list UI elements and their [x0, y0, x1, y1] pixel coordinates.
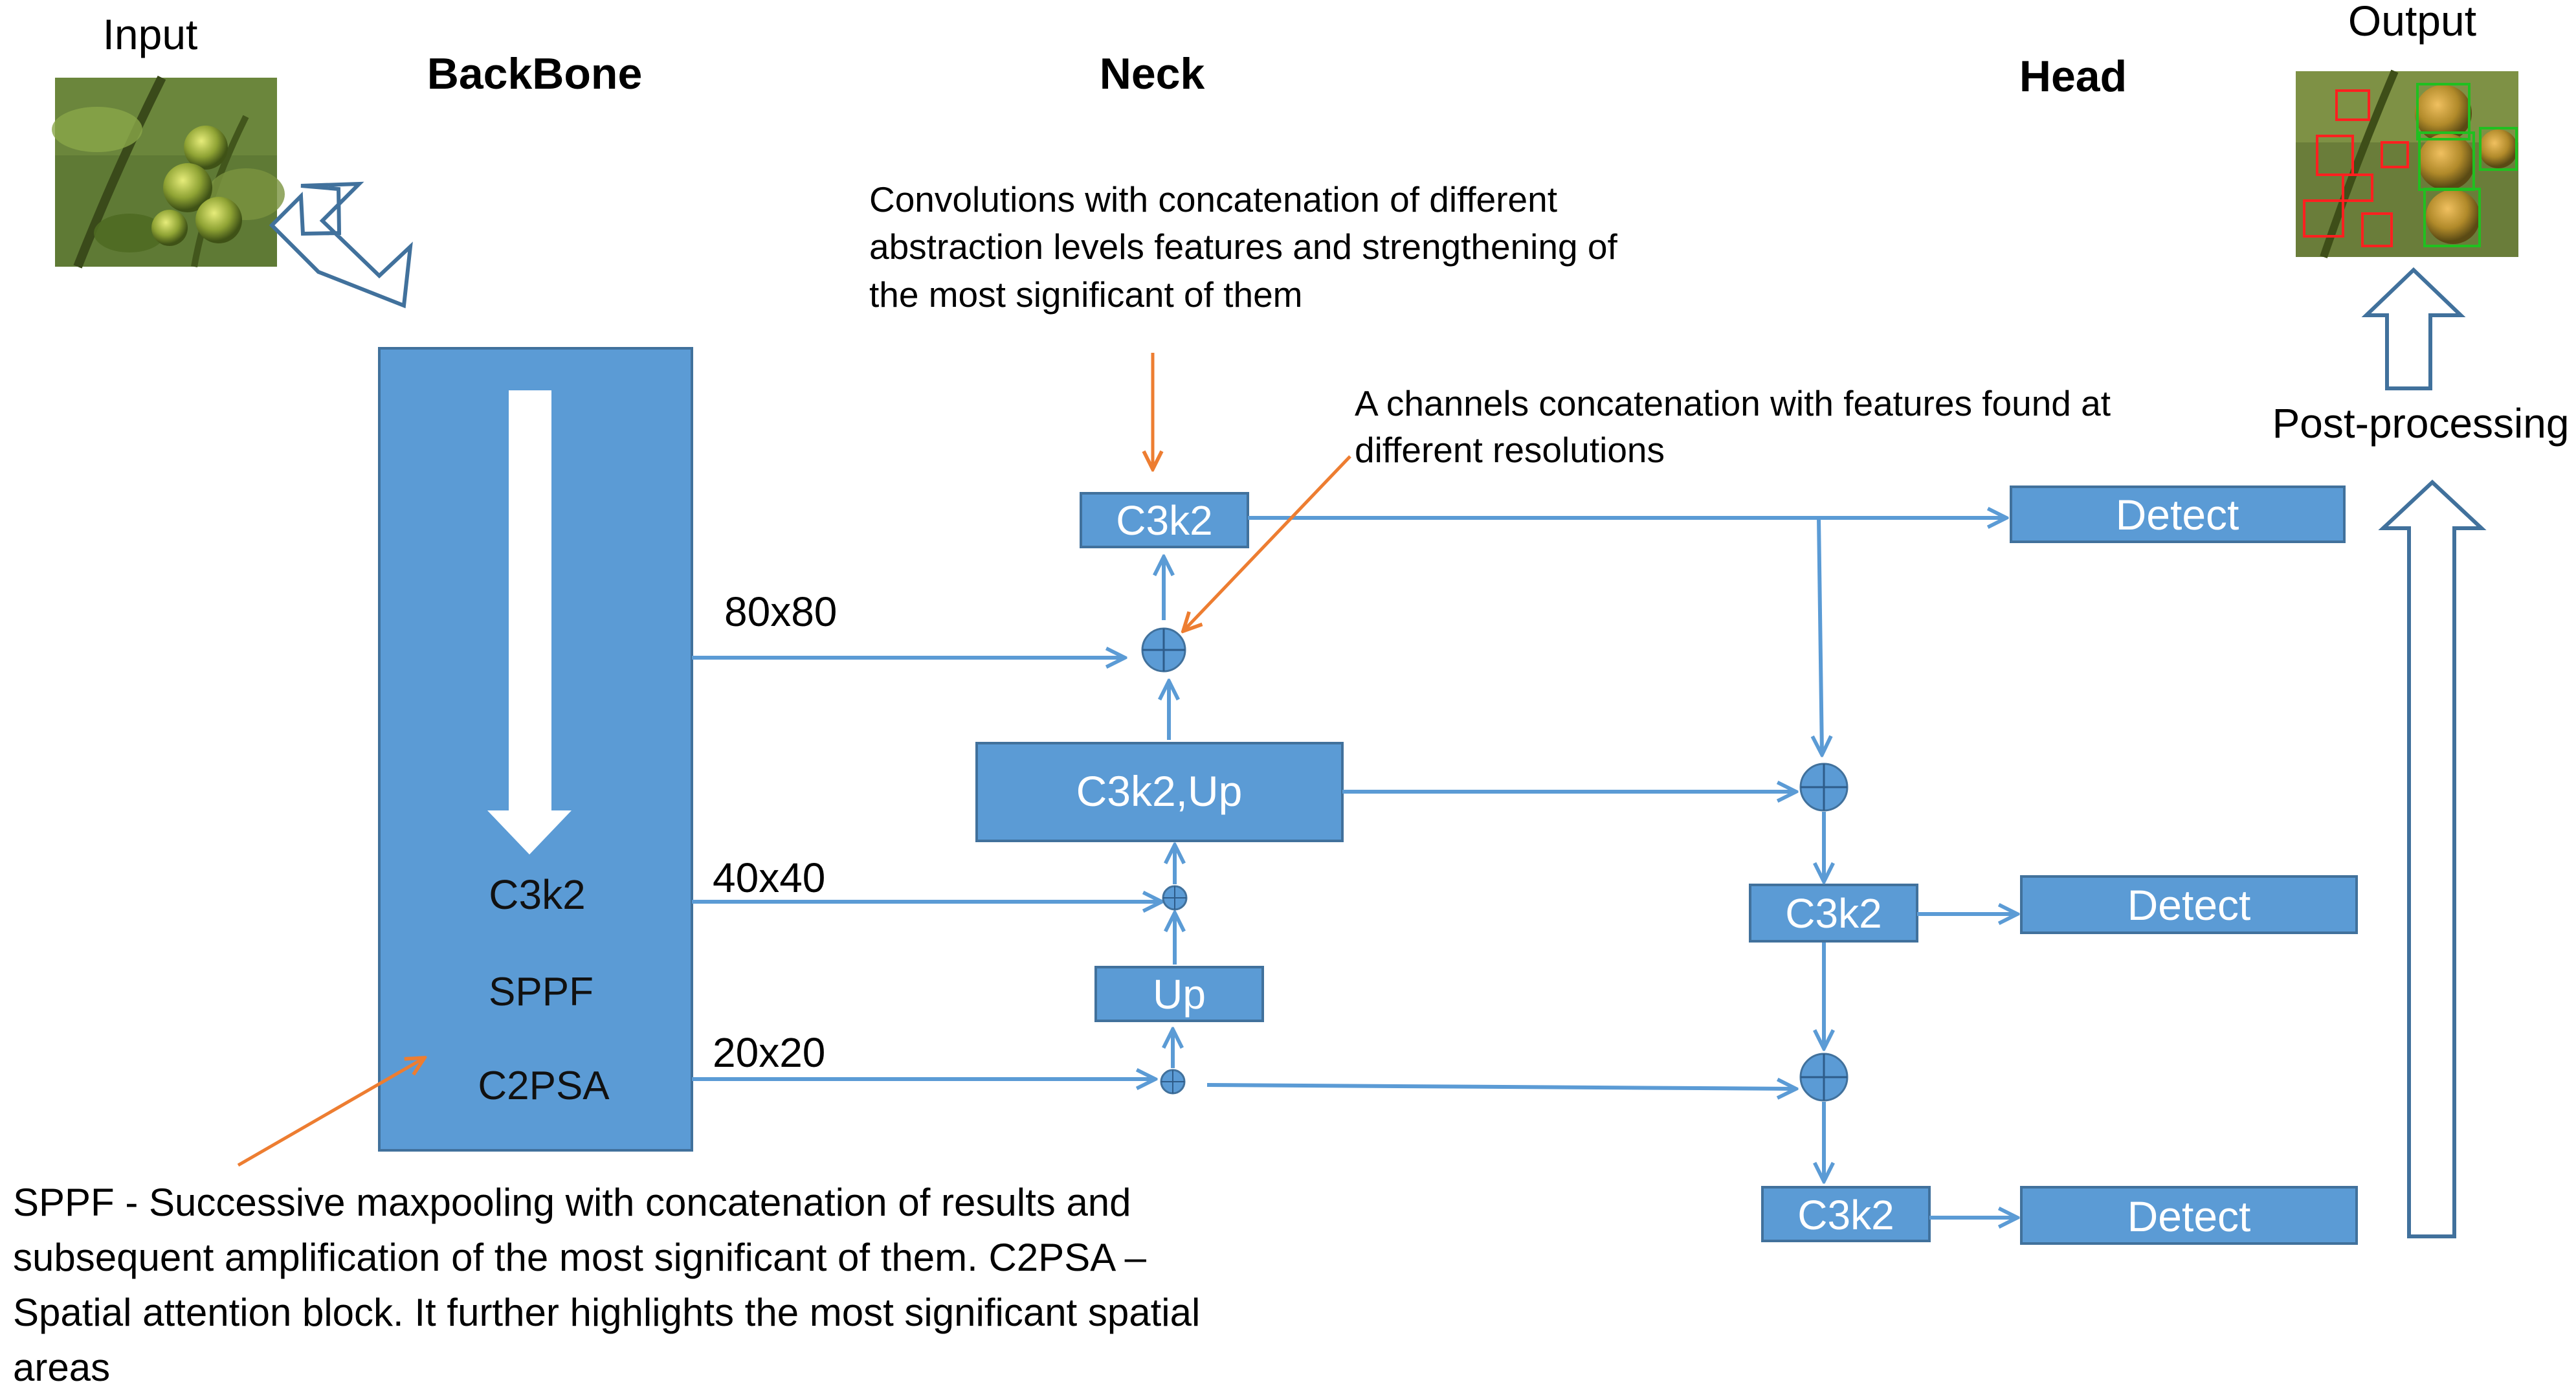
neck-up-label: Up [1153, 971, 1206, 1018]
output-image [2296, 69, 2518, 258]
resolution-20-label: 20x20 [713, 1029, 825, 1076]
sppf-note-line-2: subsequent amplification of the most sig… [13, 1236, 1147, 1279]
detect-bottom-label: Detect [2127, 1192, 2251, 1240]
neck-note-line-3: the most significant of them [869, 274, 1302, 315]
head-c3k2-mid-label: C3k2 [1785, 890, 1882, 937]
sppf-note-line-4: areas [13, 1346, 110, 1389]
detect-mid-label: Detect [2127, 881, 2251, 929]
head-c3k2-bottom-block [1761, 1186, 1931, 1242]
concat-note-line-1: A channels concatenation with features f… [1355, 383, 2111, 423]
backbone-c3k2-label: C3k2 [489, 871, 585, 918]
neck-concat-node-80 [1141, 627, 1186, 673]
neck-c3k2-block [1080, 492, 1249, 548]
neck-c3k2-up-label: C3k2,Up [1076, 767, 1243, 815]
input-label: Input [103, 10, 198, 58]
backbone-header: BackBone [427, 49, 643, 98]
input-to-backbone-arrow [269, 181, 413, 309]
neck-note-line-1: Convolutions with concatenation of diffe… [869, 179, 1557, 219]
neck-c3k2-up-block [975, 742, 1344, 842]
detections-to-post-processing-arrow [2378, 479, 2487, 1238]
detect-top-label: Detect [2116, 491, 2239, 539]
post-processing-to-output-arrow [2361, 267, 2466, 390]
head-c3k2-bottom-label: C3k2 [1797, 1192, 1894, 1238]
sppf-note-pointer [237, 1058, 425, 1167]
neck-concat-node-40 [1162, 885, 1188, 911]
detect-mid-box [2020, 875, 2358, 934]
backbone-flow-arrow [487, 390, 572, 854]
neck-note-line-2: abstraction levels features and strength… [869, 227, 1617, 267]
detect-bottom-box [2020, 1186, 2358, 1245]
neck-up-block [1094, 966, 1264, 1022]
post-processing-label: Post-processing [2272, 400, 2570, 447]
head-concat-node-2 [1799, 1053, 1849, 1102]
arrow-neck-concat20-to-head-concat2 [1206, 1085, 1796, 1089]
concat-note-pointer [1183, 455, 1351, 631]
neck-concat-node-20 [1160, 1069, 1186, 1095]
backbone-c2psa-label: C2PSA [478, 1064, 610, 1108]
sppf-note: SPPF - Successive maxpooling with concat… [13, 1181, 1200, 1389]
head-concat-node-1 [1799, 763, 1849, 812]
concat-note-line-2: different resolutions [1355, 430, 1665, 470]
head-header: Head [2019, 52, 2127, 101]
concat-note: A channels concatenation with features f… [1355, 383, 2111, 470]
resolution-80-label: 80x80 [724, 588, 837, 635]
neck-c3k2-label: C3k2 [1116, 497, 1212, 544]
sppf-note-line-3: Spatial attention block. It further high… [13, 1291, 1200, 1334]
detect-top-box [2010, 485, 2346, 543]
backbone-sppf-label: SPPF [489, 970, 594, 1014]
output-label: Output [2348, 0, 2476, 45]
input-image [52, 75, 285, 269]
sppf-note-line-1: SPPF - Successive maxpooling with concat… [13, 1181, 1131, 1224]
neck-note: Convolutions with concatenation of diffe… [869, 179, 1617, 315]
neck-header: Neck [1100, 49, 1205, 98]
arrow-branch-down-to-head-concat1 [1819, 517, 1822, 755]
resolution-40-label: 40x40 [713, 854, 825, 901]
